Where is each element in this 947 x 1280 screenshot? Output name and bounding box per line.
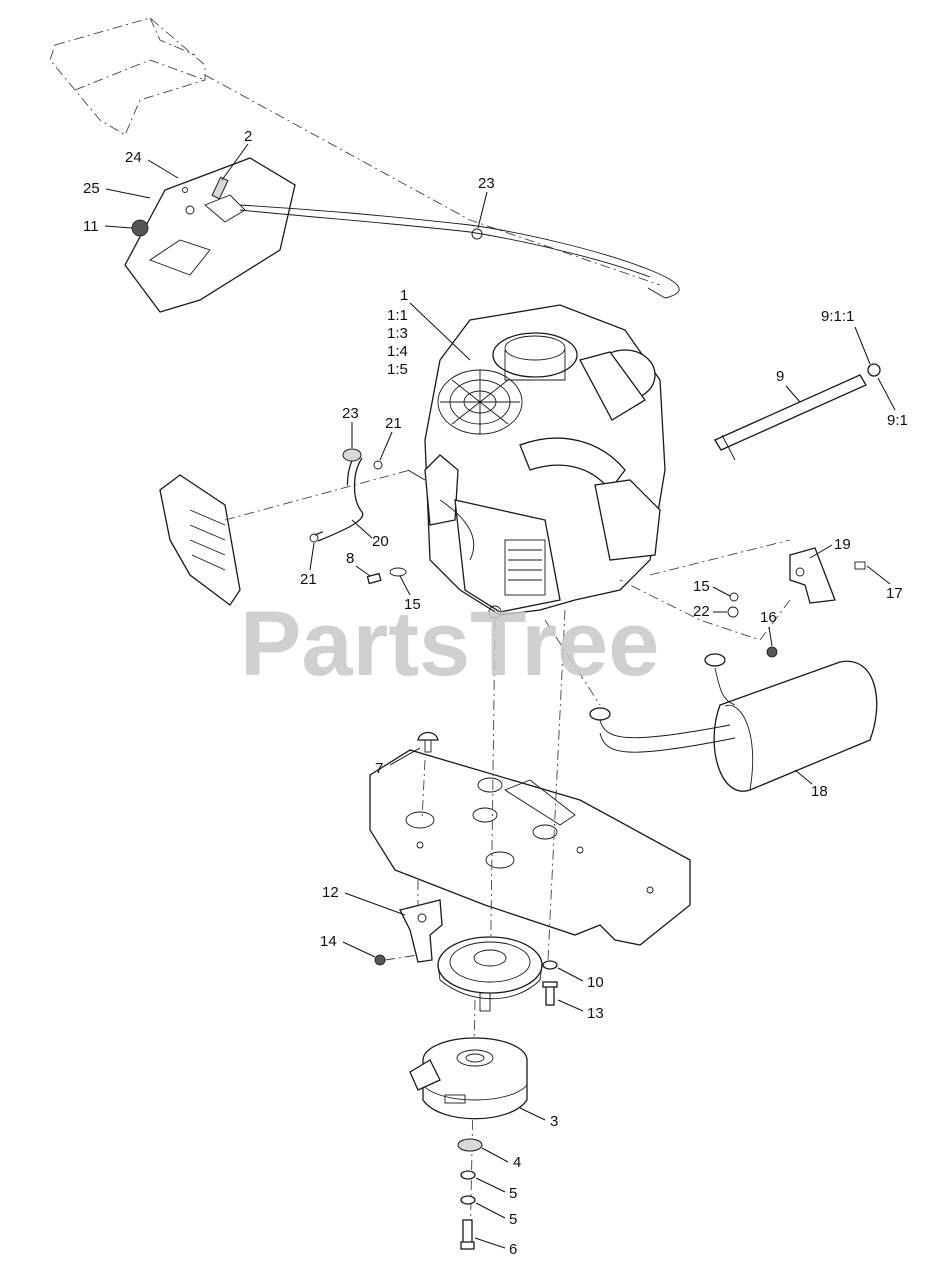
fuel-line <box>309 448 383 543</box>
alignment-line-center <box>489 619 496 1001</box>
throttle-cable <box>239 204 680 299</box>
callout-12: 12 <box>322 884 339 901</box>
clutch-bracket-12 <box>374 880 443 966</box>
callout-7: 7 <box>375 760 383 777</box>
pulley <box>437 936 543 1012</box>
exhaust-tube <box>714 363 881 461</box>
callout-17: 17 <box>886 585 903 602</box>
washer-10-bolt-13 <box>542 960 558 1006</box>
callout-1: 1 <box>400 287 408 304</box>
muffler-bracket <box>619 539 866 658</box>
callout-9-1: 9:1 <box>887 412 908 429</box>
left-side-shield <box>159 469 411 606</box>
callout-21b: 21 <box>300 571 317 588</box>
callout-19: 19 <box>834 536 851 553</box>
mounting-plate <box>369 749 691 946</box>
callout-4: 4 <box>513 1154 521 1171</box>
callout-14: 14 <box>320 933 337 950</box>
callout-15b: 15 <box>693 578 710 595</box>
engine-assembly <box>407 304 666 619</box>
muffler <box>544 619 878 792</box>
callout-10: 10 <box>587 974 604 991</box>
callout-5b: 5 <box>509 1211 517 1228</box>
callout-21a: 21 <box>385 415 402 432</box>
callout-3: 3 <box>550 1113 558 1130</box>
callout-20: 20 <box>372 533 389 550</box>
callout-5a: 5 <box>509 1185 517 1202</box>
alignment-line-right <box>547 609 566 961</box>
callout-25: 25 <box>83 180 100 197</box>
callout-1-5: 1:5 <box>387 361 408 378</box>
callout-8: 8 <box>346 550 354 567</box>
callout-9-1-1: 9:1:1 <box>821 308 854 325</box>
callout-18: 18 <box>811 783 828 800</box>
callout-1-1: 1:1 <box>387 307 408 324</box>
callout-22: 22 <box>693 603 710 620</box>
washers-and-bolt <box>457 1138 483 1250</box>
upper-frame-outline <box>49 17 206 136</box>
callout-16: 16 <box>760 609 777 626</box>
watermark-text: PartsTree <box>240 593 659 695</box>
callout-13: 13 <box>587 1005 604 1022</box>
callout-1-4: 1:4 <box>387 343 408 360</box>
callout-23b: 23 <box>342 405 359 422</box>
carriage-bolt-7 <box>417 731 439 753</box>
callout-11: 11 <box>83 218 99 235</box>
callout-labels: 1 1:1 1:3 1:4 1:5 2 3 4 5 5 6 7 8 9 9:1 <box>83 128 908 1258</box>
callout-6: 6 <box>509 1241 517 1258</box>
callout-2: 2 <box>244 128 252 145</box>
electric-clutch <box>409 1037 528 1120</box>
bolt-8-washer-15 <box>366 567 407 585</box>
callout-24: 24 <box>125 149 142 166</box>
callout-15a: 15 <box>404 596 421 613</box>
control-panel <box>124 157 296 313</box>
callout-9: 9 <box>776 368 784 385</box>
alignment-line-frame <box>204 74 661 286</box>
callout-1-3: 1:3 <box>387 325 408 342</box>
callout-23a: 23 <box>478 175 495 192</box>
